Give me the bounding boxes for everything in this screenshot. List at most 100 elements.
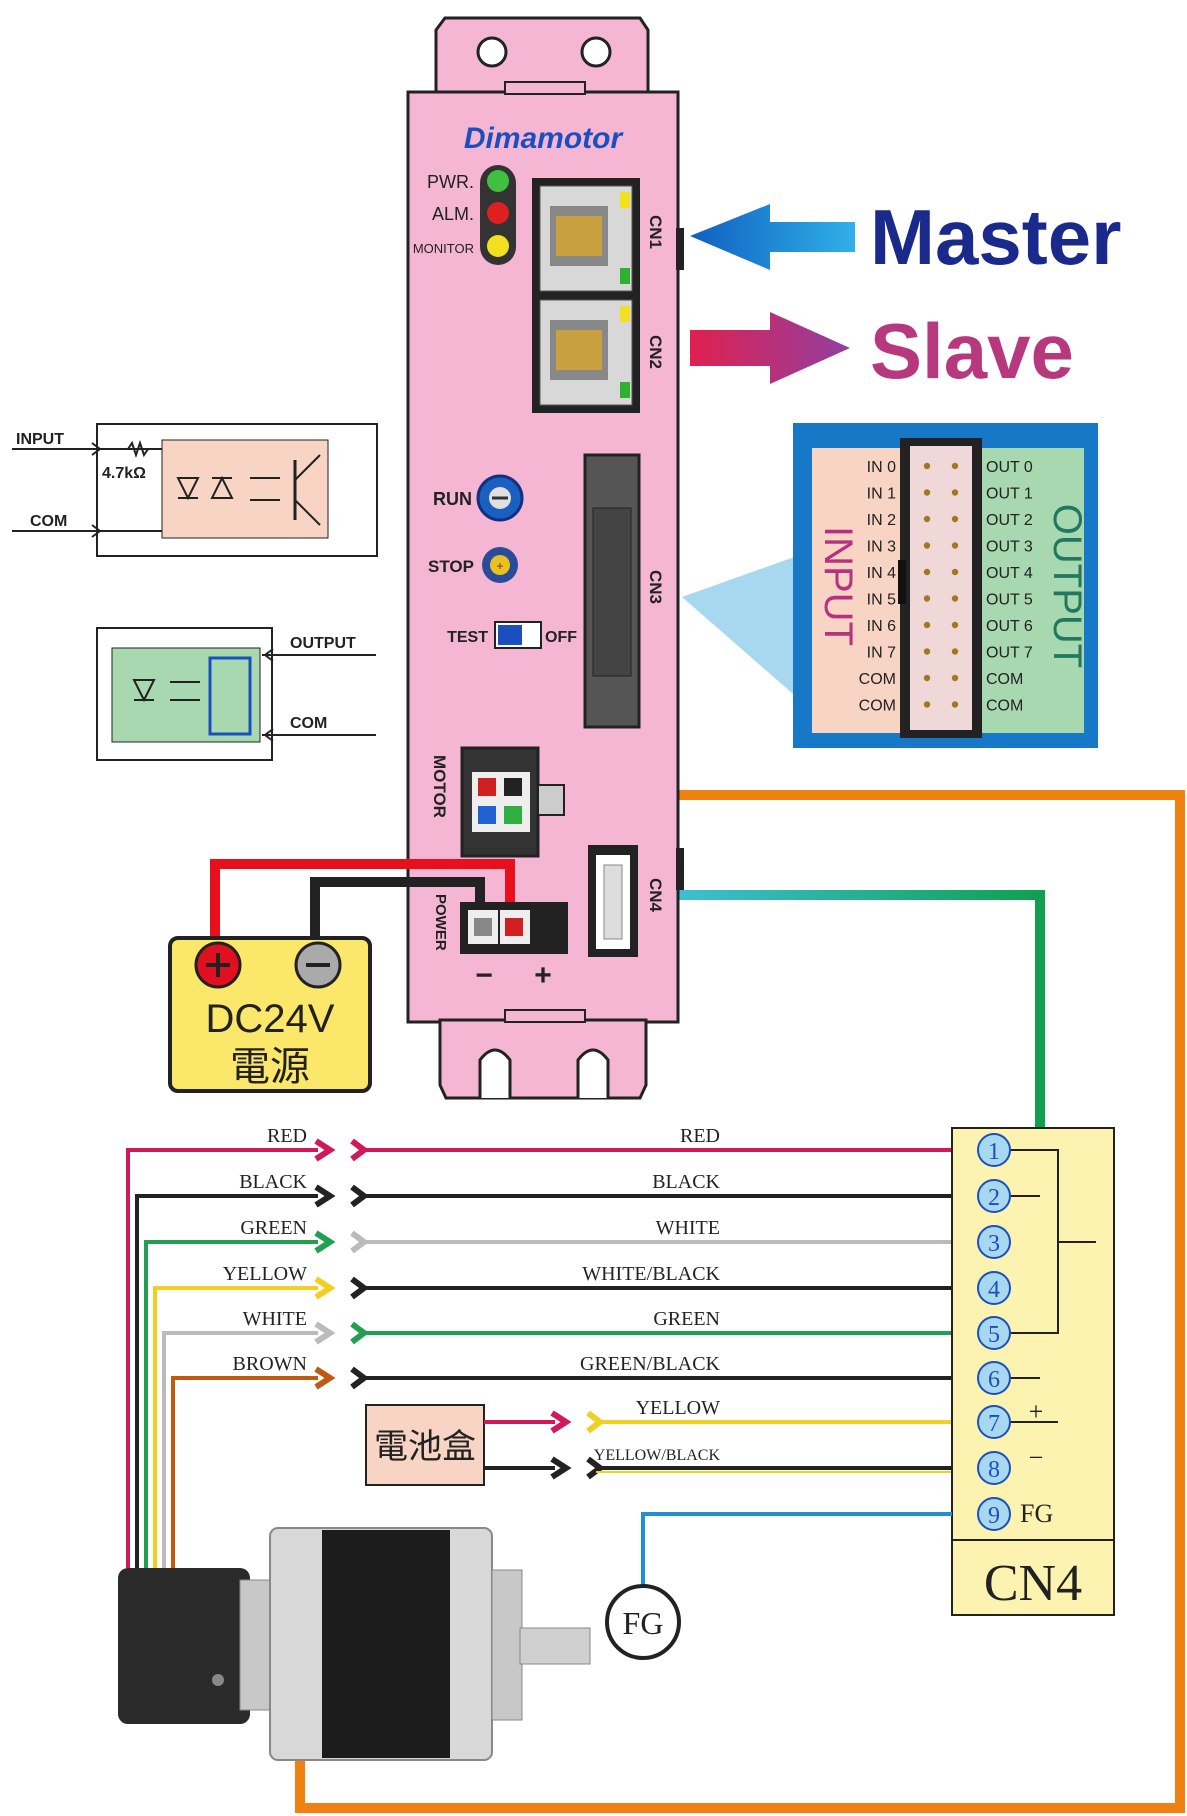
mount-hole: [580, 36, 612, 68]
encoder-wire-right-label: WHITE: [656, 1217, 720, 1239]
cn4-driver-label: CN4: [646, 878, 665, 913]
cn3-pin-dot: [923, 489, 931, 496]
cn3-input-pin: IN 3: [867, 539, 896, 556]
wire-connector-icon: [314, 1184, 336, 1208]
output-circuit: [96, 627, 376, 761]
wire-connector-icon: [314, 1276, 336, 1300]
cn3-pin-dots: [923, 462, 959, 708]
wire-connector-icon: [550, 1410, 572, 1434]
cn4-terminal-block: [951, 1127, 1115, 1616]
battery-box: [365, 1404, 485, 1486]
cn3-pinout-panel: [793, 423, 1098, 748]
motor-cable: [295, 790, 1185, 1813]
encoder-wire-left: [144, 1240, 318, 1568]
cn3-input-pin: COM: [859, 671, 896, 688]
encoder-wire-left: [171, 1376, 318, 1568]
cn3-input-pin: IN 1: [867, 486, 896, 503]
cn4-pin-circle: [977, 1133, 1011, 1167]
off-label: OFF: [545, 629, 577, 646]
cn4-fg-label: FG: [1020, 1499, 1053, 1528]
cn4-pin-circle: [977, 1225, 1011, 1259]
cn4-pin-circle: [977, 1179, 1011, 1213]
cn3-input-pin: IN 6: [867, 618, 896, 635]
fg-ground-icon: [605, 1584, 681, 1660]
input-circuit-resistor-label: 4.7kΩ: [102, 465, 146, 482]
encoder-wire-right-label: WHITE/BLACK: [582, 1263, 720, 1285]
cn4-pin-number: 4: [988, 1277, 1000, 1303]
cn4-pin-circle: [977, 1451, 1011, 1485]
cn2-port-icon: [539, 299, 633, 406]
cn4-pin-number: 5: [988, 1322, 1000, 1348]
cn3-pin-dot: [923, 674, 931, 682]
encoder-wire-left-label: YELLOW: [223, 1263, 308, 1285]
cn3-pin-dot: [923, 621, 931, 629]
cn3-pin-dot: [923, 462, 931, 470]
cn3-output-pin: OUT 0: [986, 459, 1033, 476]
cn4-pin-number: 2: [988, 1185, 1000, 1211]
monitor-led-icon: [487, 235, 509, 257]
cn3-output-pin: OUT 2: [986, 512, 1033, 529]
input-circuit-com-label: COM: [30, 513, 67, 530]
cn3-pin-dot: [951, 595, 959, 602]
cn3-output-title: OUTPUT: [1045, 504, 1089, 668]
cn3-pin-dot: [951, 489, 959, 496]
cn4-title: CN4: [984, 1555, 1082, 1612]
cn4-pin-number: 6: [988, 1367, 1000, 1393]
encoder-wire-left: [126, 1148, 318, 1568]
cn3-pin-dot: [923, 595, 931, 602]
cn3-output-pin: OUT 4: [986, 565, 1033, 582]
mount-slot: [478, 1048, 512, 1098]
power-connector-icon: [460, 902, 568, 954]
encoder-wire-left: [162, 1331, 318, 1568]
monitor-label: MONITOR: [413, 241, 474, 256]
mount-hole: [476, 36, 508, 68]
supply-voltage: DC24V: [206, 997, 335, 1041]
battery-label: 電池盒: [374, 1428, 476, 1466]
cn3-pin-dot: [951, 568, 959, 576]
encoder-wire-right-label: BLACK: [652, 1171, 720, 1193]
cn3-pin-dot: [951, 621, 959, 629]
battery-wire-label: YELLOW/BLACK: [594, 1447, 721, 1464]
diode-icon: [210, 475, 234, 499]
cn3-pin-dot: [951, 515, 959, 523]
rj45-block: [532, 178, 640, 413]
cn3-input-title: INPUT: [816, 526, 860, 646]
resistor-icon: [127, 439, 149, 459]
pwr-led-icon: [487, 170, 509, 192]
cn3-output-pin: OUT 5: [986, 592, 1033, 609]
cn3-pin-dot: [923, 542, 931, 549]
cn3-label: CN3: [646, 570, 665, 604]
cn4-plus-label: +: [1029, 1397, 1044, 1426]
motor-connector-icon: [460, 746, 565, 858]
cn3-pin-dot: [923, 701, 931, 708]
cn3-input-pin: IN 7: [867, 645, 896, 662]
slave-arrow-icon: [690, 312, 850, 384]
encoder-wire-left: [135, 1194, 318, 1568]
encoder-wire-left: [153, 1286, 318, 1568]
led-panel: [480, 165, 516, 265]
pwr-label: PWR.: [427, 172, 474, 192]
dc24v-supply: [168, 936, 372, 1093]
alm-label: ALM.: [432, 204, 474, 224]
cn3-input-pin: COM: [859, 698, 896, 715]
cn3-output-pin: OUT 7: [986, 645, 1033, 662]
motor-label: MOTOR: [430, 755, 449, 818]
master-arrow-icon: [690, 204, 855, 270]
cn4-pin-number: 7: [988, 1411, 1000, 1437]
cn4-minus-label: −: [1029, 1443, 1044, 1472]
cn4-pin-number: 3: [988, 1231, 1000, 1257]
cn3-output-pin: OUT 1: [986, 486, 1033, 503]
encoder-wire-left-label: RED: [267, 1125, 307, 1147]
test-label: TEST: [447, 629, 488, 646]
svg-text:+: +: [496, 559, 503, 573]
wire-connector-icon: [314, 1230, 336, 1254]
cn4-pin-circle: [977, 1361, 1011, 1395]
run-label: RUN: [433, 489, 472, 509]
power-minus-label: −: [475, 959, 493, 992]
cn3-pin-dot: [951, 462, 959, 470]
cn4-pin-number: 9: [988, 1503, 1000, 1529]
